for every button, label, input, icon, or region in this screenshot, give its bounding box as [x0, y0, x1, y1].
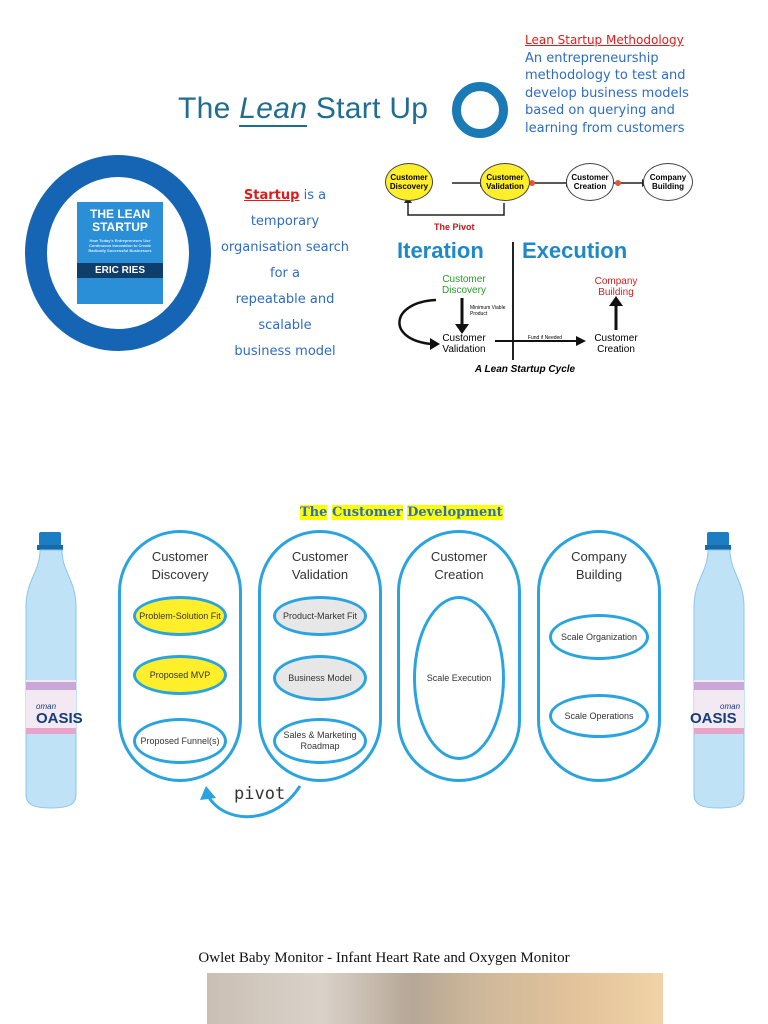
cycle-mvp-label: Minimum Viable Product	[470, 305, 506, 317]
cd-title-word: Development	[407, 505, 503, 520]
flow-node-customer-creation: Customer Creation	[566, 163, 614, 201]
methodology-description: Lean Startup Methodology An entrepreneur…	[525, 32, 705, 137]
pivot-label-handwritten: pivot	[234, 784, 286, 804]
startup-def-line: organisation search for a	[220, 240, 350, 281]
methodology-line: based on querying and	[525, 103, 675, 118]
title-the: The	[178, 92, 231, 125]
cycle-caption: A Lean Startup Cycle	[474, 364, 576, 375]
phase-label-company-building: Company Building	[547, 548, 651, 584]
phase-label-line: Customer	[151, 549, 209, 564]
phase-label-line: Building	[575, 567, 623, 582]
enso-ring-icon	[452, 82, 508, 138]
phase-label-line: Discovery	[151, 567, 209, 582]
item-problem-solution-fit: Problem-Solution Fit	[133, 596, 227, 636]
phase-container-customer-creation	[397, 530, 521, 782]
cycle-connectors	[398, 242, 623, 360]
methodology-line: learning from customers	[525, 120, 685, 136]
flow-node-customer-validation: Customer Validation	[480, 163, 530, 201]
methodology-line: methodology to test and	[525, 68, 686, 83]
book-cover: THE LEAN STARTUP How Today's Entrepreneu…	[77, 202, 163, 304]
phase-label-line: Customer	[291, 549, 349, 564]
cycle-company-building: Company Building	[594, 276, 638, 298]
methodology-line: develop business models	[525, 85, 689, 101]
cycle-fund-label: Fund if Needed	[527, 335, 563, 341]
item-proposed-funnels: Proposed Funnel(s)	[133, 718, 227, 764]
phase-container-customer-validation	[258, 530, 382, 782]
item-business-model: Business Model	[273, 655, 367, 701]
item-scale-execution: Scale Execution	[413, 596, 505, 760]
iteration-heading: Iteration	[397, 238, 484, 263]
water-bottle-left: oman OASIS	[22, 532, 83, 815]
cd-title-word: Customer	[331, 505, 403, 520]
book-author: ERIC RIES	[77, 263, 163, 278]
phase-container-customer-discovery	[118, 530, 242, 782]
flow-node-company-building: Company Building	[643, 163, 693, 201]
phase-container-company-building	[537, 530, 661, 782]
bottle-brand-top: oman	[720, 702, 741, 711]
water-bottle-right: oman OASIS	[690, 532, 748, 815]
phase-label-line: Customer	[430, 549, 488, 564]
phase-label-line: Creation	[434, 567, 484, 582]
item-product-market-fit: Product-Market Fit	[273, 596, 367, 636]
methodology-heading: Lean Startup Methodology	[525, 33, 684, 47]
owlet-caption: Owlet Baby Monitor - Infant Heart Rate a…	[198, 950, 570, 966]
bottle-brand-top: oman	[36, 702, 57, 711]
startup-definition: Startup is a temporary organisation sear…	[210, 183, 360, 365]
phase-label-line: Company	[571, 549, 627, 564]
title-startup: Start Up	[315, 92, 429, 125]
item-scale-operations: Scale Operations	[549, 694, 649, 738]
book-subtitle: How Today's Entrepreneurs Use Continuous…	[88, 238, 152, 253]
cycle-customer-discovery: Customer Discovery	[442, 274, 486, 296]
bottle-brand: OASIS	[690, 710, 737, 727]
flow-node-customer-discovery: Customer Discovery	[385, 163, 433, 201]
phase-label-line: Validation	[291, 567, 349, 582]
title-lean: Lean	[239, 92, 308, 127]
cycle-customer-creation: Customer Creation	[594, 333, 638, 355]
book-title-line2: STARTUP	[92, 220, 148, 234]
cycle-customer-validation: Customer Validation	[442, 333, 486, 355]
phase-label-customer-discovery: Customer Discovery	[128, 548, 232, 584]
pivot-arrow-icon	[200, 785, 302, 819]
methodology-line: An entrepreneurship	[525, 50, 659, 66]
startup-def-line: is a temporary	[250, 188, 327, 229]
startup-def-line: repeatable and scalable	[235, 292, 335, 333]
owlet-photo	[207, 973, 663, 1024]
customer-development-title: The Customer Development	[300, 505, 503, 520]
startup-term: Startup	[243, 188, 300, 203]
book-title-line1: THE LEAN	[90, 207, 150, 221]
startup-def-line: business model	[234, 344, 336, 359]
item-sales-marketing-roadmap: Sales & Marketing Roadmap	[273, 718, 367, 764]
execution-heading: Execution	[522, 238, 628, 263]
bottle-brand: OASIS	[36, 710, 83, 727]
item-scale-organization: Scale Organization	[549, 614, 649, 660]
cd-title-word: The	[300, 505, 328, 520]
pivot-label: The Pivot	[434, 222, 475, 232]
phase-label-customer-creation: Customer Creation	[407, 548, 511, 584]
phase-label-customer-validation: Customer Validation	[268, 548, 372, 584]
item-proposed-mvp: Proposed MVP	[133, 655, 227, 695]
page-title: The Lean Start Up	[178, 92, 429, 127]
